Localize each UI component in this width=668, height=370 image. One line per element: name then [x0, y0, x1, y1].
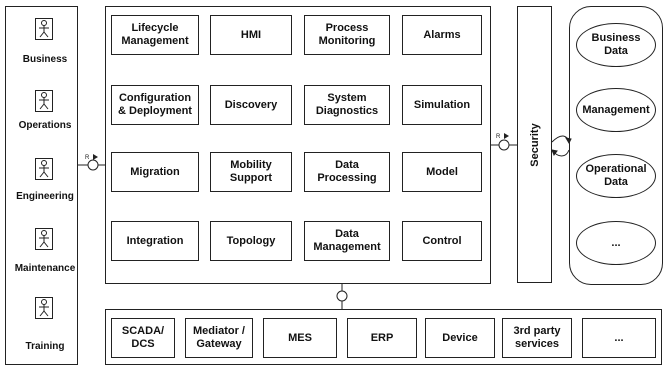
- actor-maintenance-label: Maintenance: [14, 263, 76, 274]
- module-alarms: Alarms: [402, 15, 482, 55]
- module-configuration-deployment: Configuration & Deployment: [111, 85, 199, 125]
- module-mobility-support: Mobility Support: [210, 152, 292, 192]
- actor-engineering-icon: [35, 158, 53, 180]
- module-process-monitoring: Process Monitoring: [304, 15, 390, 55]
- module-topology: Topology: [210, 221, 292, 261]
- actor-business-icon: [35, 18, 53, 40]
- module-integration: Integration: [111, 221, 199, 261]
- actor-interface-marker: R: [85, 155, 90, 161]
- store-operational-data: Operational Data: [576, 154, 656, 198]
- system-mediator-gateway: Mediator / Gateway: [185, 318, 253, 358]
- data-store-panel: Business Data Management Operational Dat…: [569, 6, 663, 285]
- system-mes: MES: [263, 318, 337, 358]
- actor-training-label: Training: [25, 341, 65, 352]
- module-data-processing: Data Processing: [304, 152, 390, 192]
- actor-operations-icon: [35, 90, 53, 112]
- module-control: Control: [402, 221, 482, 261]
- actor-training-icon: [35, 297, 53, 319]
- security-interface-connector: [491, 133, 517, 151]
- module-lifecycle-management: Lifecycle Management: [111, 15, 199, 55]
- security-label: Security: [528, 122, 541, 167]
- actor-interface-connector: [78, 154, 105, 171]
- system-more: ...: [582, 318, 656, 358]
- external-systems-panel: SCADA/ DCS Mediator / Gateway MES ERP De…: [105, 309, 662, 365]
- system-scada-dcs: SCADA/ DCS: [111, 318, 175, 358]
- module-model: Model: [402, 152, 482, 192]
- module-data-management: Data Management: [304, 221, 390, 261]
- module-system-diagnostics: System Diagnostics: [304, 85, 390, 125]
- security-interface-marker: R: [496, 134, 501, 140]
- module-hmi: HMI: [210, 15, 292, 55]
- store-more: ...: [576, 221, 656, 265]
- external-interface-connector: [336, 284, 348, 309]
- system-3rd-party-services: 3rd party services: [502, 318, 572, 358]
- module-discovery: Discovery: [210, 85, 292, 125]
- actor-maintenance-icon: [35, 228, 53, 250]
- store-management: Management: [576, 88, 656, 132]
- actors-panel: Business Operations Engineering Maintena…: [5, 6, 78, 365]
- actor-operations-label: Operations: [18, 120, 72, 131]
- actor-business-label: Business: [22, 54, 68, 65]
- actor-engineering-label: Engineering: [16, 191, 74, 202]
- security-layer: Security: [517, 6, 552, 283]
- system-erp: ERP: [347, 318, 417, 358]
- system-device: Device: [425, 318, 495, 358]
- store-business-data: Business Data: [576, 23, 656, 67]
- modules-panel: Lifecycle Management HMI Process Monitor…: [105, 6, 491, 284]
- module-migration: Migration: [111, 152, 199, 192]
- module-simulation: Simulation: [402, 85, 482, 125]
